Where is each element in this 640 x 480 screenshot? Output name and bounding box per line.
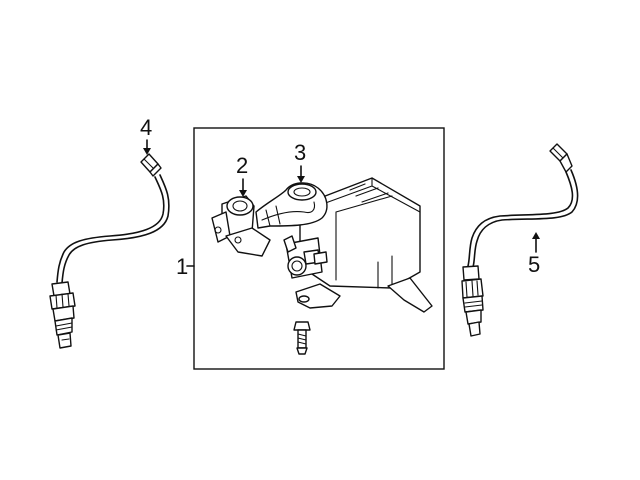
- mounting-bolt: [293, 321, 311, 355]
- oxygen-sensor-right: [461, 143, 579, 337]
- purge-valve: [211, 195, 271, 257]
- callout-3: 3: [294, 140, 306, 165]
- arrow-3: [297, 176, 305, 183]
- oxygen-sensor-left: [49, 153, 170, 349]
- arrow-2: [239, 190, 247, 197]
- callout-5: 5: [528, 252, 540, 277]
- callout-2: 2: [236, 153, 248, 178]
- assembly-frame: [193, 127, 445, 370]
- arrow-5: [532, 232, 540, 239]
- arrow-4: [143, 148, 151, 155]
- callout-4: 4: [140, 115, 152, 140]
- canister-assembly: [283, 177, 433, 355]
- callout-1: 1: [176, 254, 188, 279]
- vapor-hose: [255, 182, 328, 229]
